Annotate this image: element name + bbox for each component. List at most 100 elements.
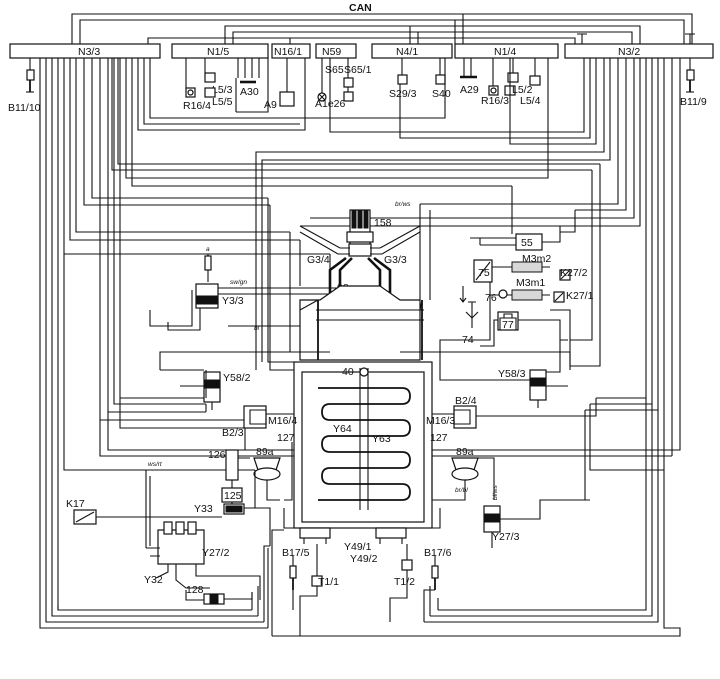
- label-125: 125: [224, 490, 242, 502]
- label-126: 126: [208, 449, 226, 461]
- label-r16-3: R16/3: [481, 95, 509, 107]
- wire-bl: bl: [254, 325, 260, 332]
- module-n1-5: [171, 43, 269, 59]
- label-k27-1: K27/1: [566, 290, 594, 302]
- label-b2-4: B2/4: [455, 395, 477, 407]
- wire-ws-rt: ws/rt: [148, 461, 163, 468]
- label-g3-4: G3/4: [307, 254, 330, 266]
- label-55: 55: [521, 237, 533, 249]
- label-127-right: 127: [430, 432, 448, 444]
- components-n4-1: S29/3 S40: [389, 58, 451, 100]
- sensor-b2-3: [243, 405, 267, 429]
- sensor-b11-9: B11/9: [680, 58, 707, 108]
- label-y3-3: Y3/3: [222, 295, 244, 307]
- sensor-b11-9-label: B11/9: [680, 96, 707, 108]
- module-n16-1: [271, 43, 311, 59]
- module-n3-3-label: N3/3: [78, 46, 100, 58]
- label-l5-4: L5/4: [520, 95, 541, 107]
- manifold-actuators: B2/3 M16/4 B2/4 M16/3 Y58/2 Y58/3 127 12…: [159, 351, 571, 501]
- valve-y27-2: [157, 529, 205, 565]
- interconnects: [205, 164, 618, 636]
- label-b2-3: B2/3: [222, 427, 244, 439]
- label-127-left: 127: [277, 432, 295, 444]
- components-n1-4: A29 R16/3 L5/2 L5/4: [460, 58, 541, 107]
- module-n1-5-label: N1/5: [207, 46, 229, 58]
- control-module-row: N3/3 N1/5 N16/1 N59 N4/1 N1/4 N3/2: [9, 33, 714, 59]
- label-y49-1: Y49/1: [344, 541, 372, 553]
- module-n16-1-label: N16/1: [274, 46, 302, 58]
- module-n59: [315, 43, 357, 59]
- component-126: [225, 449, 239, 481]
- sensor-b11-10: B11/10: [8, 58, 41, 114]
- module-n59-label: N59: [322, 46, 341, 58]
- lower-left-group: ws/rt 126 89a 125 Y33 K17 Y27/2 Y32 128: [66, 446, 281, 605]
- label-y33: Y33: [194, 503, 213, 515]
- transformer-t1-2: [401, 559, 413, 571]
- sensor-b2-4: [453, 405, 477, 429]
- label-y27-3: Y27/3: [492, 531, 520, 543]
- sensor-b17-6: [431, 565, 439, 579]
- label-y58-2: Y58/2: [223, 372, 251, 384]
- module-n4-1: [371, 43, 453, 59]
- sensor-b11-10-label: B11/10: [8, 102, 41, 114]
- label-l5-2: L5/2: [512, 84, 533, 96]
- label-a29: A29: [460, 84, 479, 96]
- module-n3-3: [9, 43, 161, 59]
- label-y58-3: Y58/3: [498, 368, 526, 380]
- component-125: [221, 487, 243, 503]
- label-a9: A9: [264, 99, 277, 111]
- label-a30: A30: [240, 86, 259, 98]
- lower-right-group: 89a br/bl bl/ws Y27/3: [440, 446, 590, 548]
- can-bus: CAN: [71, 2, 693, 44]
- can-bus-label: CAN: [349, 2, 372, 14]
- label-t1-2: T1/2: [394, 576, 415, 588]
- label-89a-right: 89a: [456, 446, 474, 458]
- label-y63: Y63: [372, 433, 391, 445]
- label-158: 158: [374, 217, 392, 229]
- label-m3m2: M3m2: [522, 253, 551, 265]
- label-t1-1: T1/1: [318, 576, 339, 588]
- label-g3-3: G3/3: [384, 254, 407, 266]
- module-n3-2: [564, 43, 714, 59]
- wire-a: a: [206, 246, 210, 253]
- engine-block: 40 Y64 Y63: [283, 285, 441, 544]
- air-injection-group: 55 M3m2 M3m1 K27/2 K27/1 75 76 77 74: [439, 226, 594, 373]
- label-76: 76: [485, 292, 497, 304]
- wire-bl-ws: bl/ws: [492, 484, 499, 500]
- sensor-b17-5: [289, 565, 297, 579]
- module-n4-1-label: N4/1: [396, 46, 418, 58]
- label-s40: S40: [432, 88, 451, 100]
- wire-br-bl: br/bl: [455, 487, 468, 494]
- label-m16-3: M16/3: [426, 415, 455, 427]
- label-128: 128: [186, 584, 204, 596]
- label-b17-5: B17/5: [282, 547, 310, 559]
- label-40: 40: [342, 366, 354, 378]
- label-y32: Y32: [144, 574, 163, 586]
- label-r16-4: R16/4: [183, 100, 211, 112]
- wire-sw-gn: sw/gn: [230, 279, 247, 286]
- label-s65-1: S65/1: [344, 64, 372, 76]
- label-b17-6: B17/6: [424, 547, 452, 559]
- bottom-sensors: B17/5 T1/1 Y49/1 Y49/2 T1/2 B17/6: [282, 541, 452, 636]
- label-k17: K17: [66, 498, 85, 510]
- components-n1-5: L5/3 R16/4 L5/5 A30 A9: [183, 58, 295, 113]
- label-y49-2: Y49/2: [350, 553, 378, 565]
- label-s65: S65: [325, 64, 344, 76]
- harness-trunks: [39, 58, 681, 637]
- label-k27-2: K27/2: [560, 267, 588, 279]
- label-m3m1: M3m1: [516, 277, 545, 289]
- label-l5-5: L5/5: [212, 96, 233, 108]
- components-n59: S65 S65/1 A1e26: [315, 58, 372, 110]
- label-m16-4: M16/4: [268, 415, 297, 427]
- label-77: 77: [502, 319, 514, 331]
- label-y64: Y64: [333, 423, 352, 435]
- label-75: 75: [478, 267, 490, 279]
- module-n1-4-label: N1/4: [494, 46, 516, 58]
- module-n3-2-label: N3/2: [618, 46, 640, 58]
- label-s29-3: S29/3: [389, 88, 417, 100]
- module-n1-4: [454, 43, 559, 59]
- label-y27-2: Y27/2: [202, 547, 230, 559]
- label-l5-3: L5/3: [212, 84, 233, 96]
- wire-br-ws: br/ws: [395, 201, 411, 208]
